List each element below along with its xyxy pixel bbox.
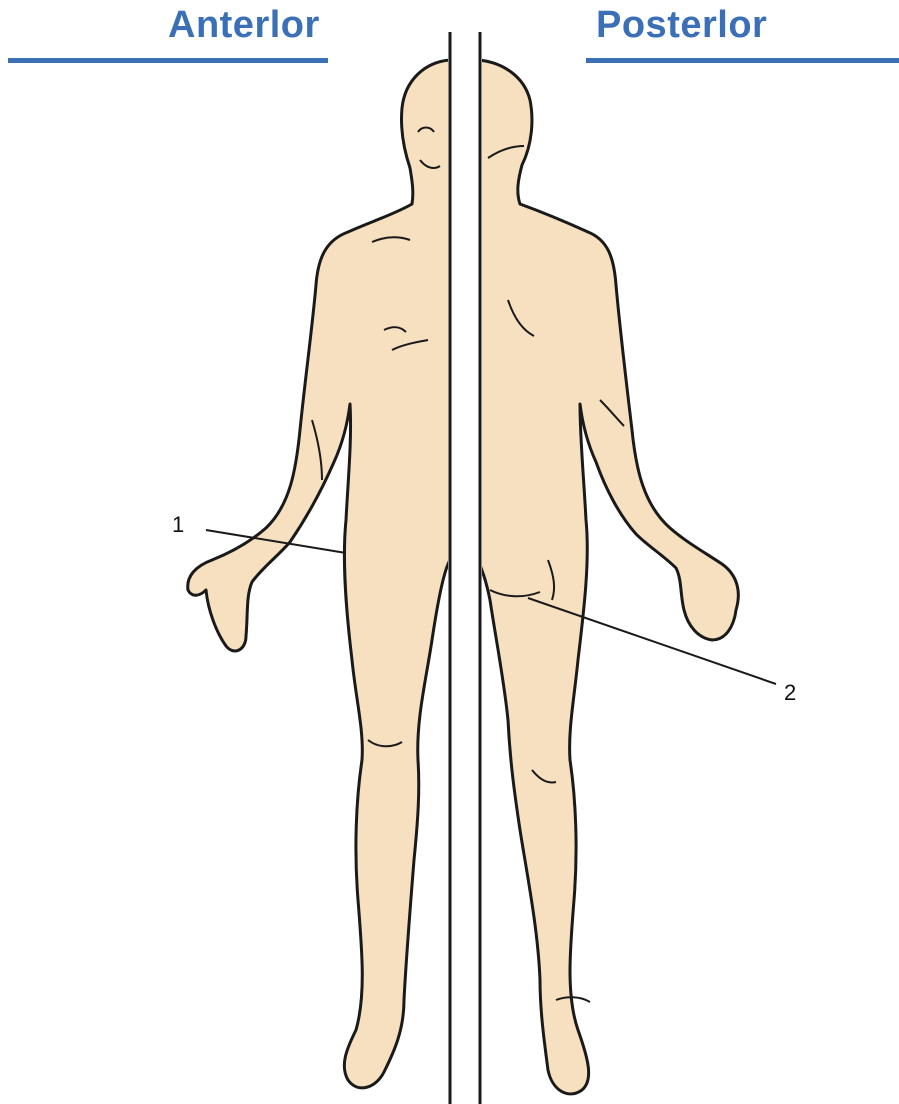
anterior-silhouette [188, 60, 450, 1088]
callout-2-label: 2 [784, 680, 796, 706]
callout-1-label: 1 [172, 512, 184, 538]
posterior-silhouette [478, 60, 738, 1094]
center-divider [448, 32, 482, 1104]
anterior-body [188, 60, 450, 1088]
posterior-body [478, 60, 738, 1094]
